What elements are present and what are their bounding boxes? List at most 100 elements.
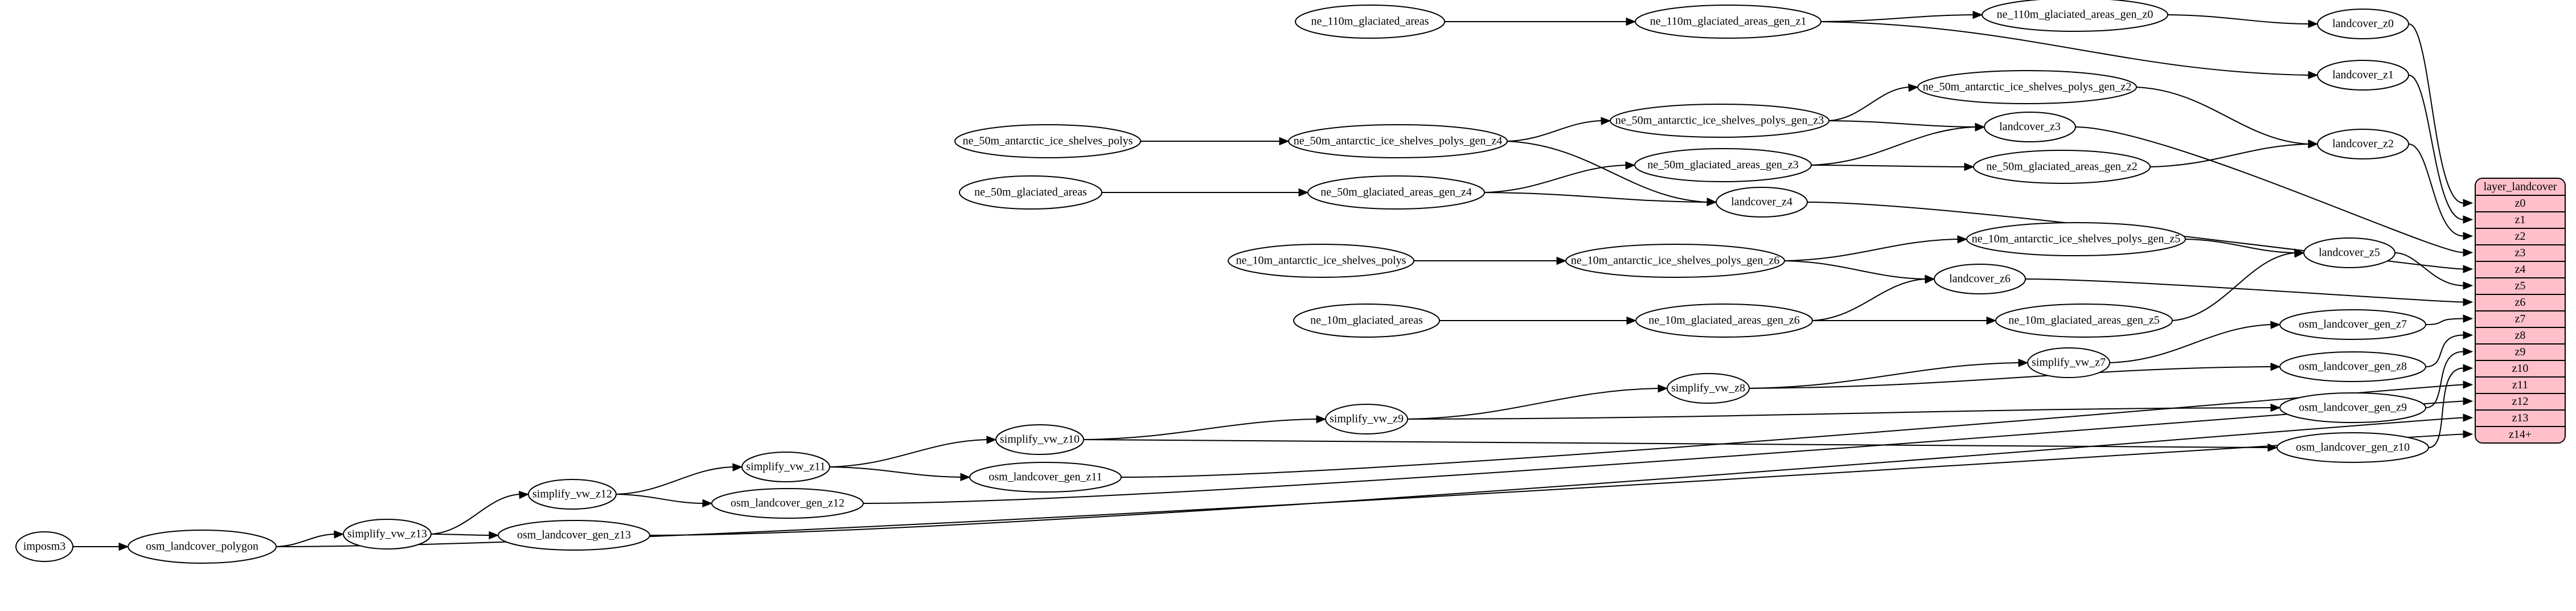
edge-line	[2150, 143, 2309, 167]
graph-node-simplify_vw_z11[interactable]: simplify_vw_z11	[741, 452, 830, 482]
node-label: ne_50m_glaciated_areas_gen_z4	[1320, 186, 1471, 199]
edge-arrowhead	[2463, 281, 2474, 290]
graph-node-osm_landcover_gen_z10[interactable]: osm_landcover_gen_z10	[2276, 432, 2429, 463]
graph-edge-landcover_z6--layer_landcover:z6	[2025, 278, 2474, 306]
graph-edge-osm_landcover_gen_z10--layer_landcover:z10	[2428, 364, 2474, 448]
node-ellipse	[1995, 304, 2173, 338]
layer-landcover-title: layer_landcover	[2476, 179, 2565, 196]
layer-row-z10[interactable]: z10	[2476, 361, 2565, 378]
graph-node-osm_landcover_gen_z8[interactable]: osm_landcover_gen_z8	[2279, 351, 2426, 382]
layer-row-z8[interactable]: z8	[2476, 328, 2565, 345]
graph-node-simplify_vw_z7[interactable]: simplify_vw_z7	[2027, 347, 2110, 378]
layer-row-z0[interactable]: z0	[2476, 196, 2565, 212]
node-label: ne_50m_antarctic_ice_shelves_polys_gen_z…	[1615, 114, 1824, 127]
edge-line	[1407, 407, 2271, 420]
node-label: osm_landcover_gen_z10	[2296, 441, 2410, 454]
node-ellipse	[2279, 392, 2426, 423]
node-ellipse	[1293, 304, 1440, 338]
layer-row-z14+[interactable]: z14+	[2476, 427, 2565, 442]
graph-node-osm_landcover_gen_z13[interactable]: osm_landcover_gen_z13	[498, 520, 650, 551]
edge-line	[1820, 21, 2309, 76]
layer-row-z3[interactable]: z3	[2476, 245, 2565, 262]
graph-node-landcover_z3[interactable]: landcover_z3	[1984, 112, 2076, 142]
graph-node-simplify_vw_z13[interactable]: simplify_vw_z13	[343, 519, 432, 550]
graph-node-ne_50m_glaciated_areas_gen_z3[interactable]: ne_50m_glaciated_areas_gen_z3	[1634, 148, 1812, 182]
graph-node-ne_110m_glaciated_areas_gen_z0[interactable]: ne_110m_glaciated_areas_gen_z0	[1982, 0, 2168, 32]
node-label: landcover_z1	[2332, 69, 2394, 81]
graph-node-ne_50m_antarctic_ice_shelves_polys_gen_z4[interactable]: ne_50m_antarctic_ice_shelves_polys_gen_z…	[1288, 124, 1508, 158]
node-ellipse	[1610, 104, 1830, 138]
graph-node-simplify_vw_z9[interactable]: simplify_vw_z9	[1325, 404, 1408, 434]
edge-line	[829, 439, 987, 468]
graph-node-ne_110m_glaciated_areas_gen_z1[interactable]: ne_110m_glaciated_areas_gen_z1	[1635, 5, 1822, 39]
graph-node-ne_50m_glaciated_areas_gen_z2[interactable]: ne_50m_glaciated_areas_gen_z2	[1973, 150, 2151, 184]
graph-node-ne_50m_antarctic_ice_shelves_polys_gen_z3[interactable]: ne_50m_antarctic_ice_shelves_polys_gen_z…	[1610, 104, 1830, 138]
nodes-layer: ne_110m_glaciated_areas ne_110m_glaciated…	[15, 0, 2429, 564]
node-ellipse	[1667, 373, 1750, 404]
layer-row-z12[interactable]: z12	[2476, 394, 2565, 411]
layer-row-z4[interactable]: z4	[2476, 262, 2565, 278]
graph-node-ne_110m_glaciated_areas[interactable]: ne_110m_glaciated_areas	[1295, 5, 1445, 39]
edge-line	[1820, 14, 1974, 22]
edge-arrowhead	[1316, 415, 1327, 424]
node-ellipse	[1635, 304, 1813, 338]
graph-node-osm_landcover_gen_z7[interactable]: osm_landcover_gen_z7	[2279, 309, 2426, 340]
graph-node-ne_50m_antarctic_ice_shelves_polys[interactable]: ne_50m_antarctic_ice_shelves_polys	[954, 124, 1141, 158]
edge-arrowhead	[2463, 314, 2474, 323]
graph-node-landcover_z4[interactable]: landcover_z4	[1716, 187, 1808, 218]
graph-node-ne_50m_glaciated_areas[interactable]: ne_50m_glaciated_areas	[959, 175, 1102, 210]
layer-row-z5[interactable]: z5	[2476, 278, 2565, 295]
node-ellipse	[343, 519, 432, 550]
graph-edge-ne_50m_glaciated_areas_gen_z3--ne_50m_glaciated_areas_gen_z2	[1811, 162, 1975, 171]
edge-arrowhead	[2463, 430, 2474, 438]
layer-row-z7[interactable]: z7	[2476, 311, 2565, 328]
node-ellipse	[1288, 124, 1508, 158]
node-ellipse	[969, 462, 1122, 493]
graph-node-ne_50m_glaciated_areas_gen_z4[interactable]: ne_50m_glaciated_areas_gen_z4	[1307, 175, 1485, 210]
node-label: ne_110m_glaciated_areas	[1311, 15, 1429, 28]
graph-node-simplify_vw_z10[interactable]: simplify_vw_z10	[995, 424, 1084, 455]
node-label: simplify_vw_z7	[2032, 356, 2106, 369]
graph-edge-ne_50m_glaciated_areas--ne_50m_glaciated_areas_gen_z4	[1101, 188, 1309, 197]
graph-node-ne_10m_glaciated_areas_gen_z6[interactable]: ne_10m_glaciated_areas_gen_z6	[1635, 304, 1813, 338]
graph-node-landcover_z5[interactable]: landcover_z5	[2303, 237, 2395, 268]
graph-node-ne_10m_glaciated_areas[interactable]: ne_10m_glaciated_areas	[1293, 304, 1440, 338]
node-ellipse	[741, 452, 830, 482]
graph-node-osm_landcover_gen_z12[interactable]: osm_landcover_gen_z12	[711, 488, 864, 519]
graph-node-ne_50m_antarctic_ice_shelves_polys_gen_z2[interactable]: ne_50m_antarctic_ice_shelves_polys_gen_z…	[1917, 70, 2137, 104]
graph-node-osm_landcover_gen_z11[interactable]: osm_landcover_gen_z11	[969, 462, 1122, 493]
edge-line	[2167, 14, 2309, 24]
edge-line	[1828, 120, 1976, 128]
node-label: simplify_vw_z8	[1671, 382, 1745, 395]
graph-node-landcover_z6[interactable]: landcover_z6	[1934, 264, 2026, 294]
graph-node-simplify_vw_z12[interactable]: simplify_vw_z12	[528, 479, 617, 510]
graph-node-imposm3[interactable]: imposm3	[15, 531, 73, 562]
graph-node-ne_10m_antarctic_ice_shelves_polys[interactable]: ne_10m_antarctic_ice_shelves_polys	[1228, 244, 1414, 278]
graph-node-ne_10m_antarctic_ice_shelves_polys_gen_z6[interactable]: ne_10m_antarctic_ice_shelves_polys_gen_z…	[1565, 244, 1785, 278]
layer-row-z11[interactable]: z11	[2476, 378, 2565, 394]
layer-row-z1[interactable]: z1	[2476, 212, 2565, 229]
layer-row-z2[interactable]: z2	[2476, 229, 2565, 245]
node-label: ne_110m_glaciated_areas_gen_z1	[1650, 15, 1807, 28]
graph-node-landcover_z2[interactable]: landcover_z2	[2317, 129, 2409, 159]
edge-line	[430, 534, 490, 536]
graph-node-simplify_vw_z8[interactable]: simplify_vw_z8	[1667, 373, 1750, 404]
graph-node-landcover_z0[interactable]: landcover_z0	[2317, 9, 2409, 39]
graph-edge-ne_10m_glaciated_areas_gen_z6--landcover_z6	[1812, 275, 1935, 321]
edge-arrowhead	[1972, 10, 1983, 19]
graph-node-ne_10m_antarctic_ice_shelves_polys_gen_z5[interactable]: ne_10m_antarctic_ice_shelves_polys_gen_z…	[1966, 222, 2186, 256]
node-label: landcover_z4	[1731, 196, 1792, 208]
layer-row-z9[interactable]: z9	[2476, 345, 2565, 361]
graph-node-landcover_z1[interactable]: landcover_z1	[2317, 60, 2409, 91]
graph-node-osm_landcover_gen_z9[interactable]: osm_landcover_gen_z9	[2279, 392, 2426, 423]
layer-row-z6[interactable]: z6	[2476, 295, 2565, 311]
node-ellipse	[1635, 5, 1822, 39]
edge-arrowhead	[489, 531, 499, 540]
node-ellipse	[1228, 244, 1414, 278]
layer-row-z13[interactable]: z13	[2476, 411, 2565, 427]
graph-node-ne_10m_glaciated_areas_gen_z5[interactable]: ne_10m_glaciated_areas_gen_z5	[1995, 304, 2173, 338]
edge-arrowhead	[1957, 235, 1968, 244]
node-ellipse	[2279, 351, 2426, 382]
graph-node-osm_landcover_polygon[interactable]: osm_landcover_polygon	[128, 530, 277, 564]
